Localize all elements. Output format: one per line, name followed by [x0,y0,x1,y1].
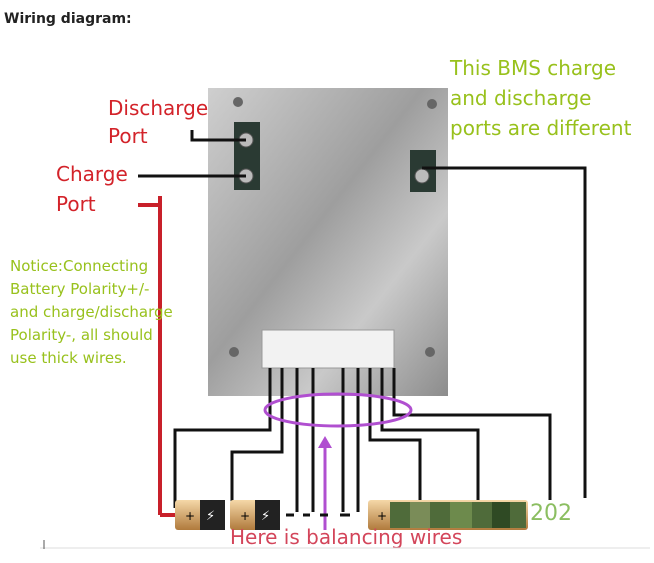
discharge-port-label: Discharge [108,96,208,120]
charge-port-label: Charge [56,162,128,186]
svg-text:+: + [377,509,387,523]
svg-text:⚡: ⚡ [206,509,215,524]
note-line: and discharge [450,86,591,110]
balance-connector [261,329,395,369]
charge-port-label-2: Port [56,192,96,216]
svg-text:⚡: ⚡ [261,509,270,524]
battery-icon: +⚡ [175,500,225,530]
note-line: ports are different [450,116,632,140]
battery-icon: +⚡ [230,500,280,530]
watermark: 202 [530,501,572,526]
balancing-wires-label: Here is balancing wires [230,525,462,549]
battery-icon: + [368,500,528,530]
balancing-wires-highlight [263,392,413,428]
section-heading: Wiring diagram: [4,11,132,27]
notice-line: Notice:Connecting [10,257,148,275]
notice-line: Battery Polarity+/- [10,280,149,298]
note-line: This BMS charge [449,56,616,80]
svg-text:+: + [240,509,250,523]
discharge-port-label-2: Port [108,124,148,148]
notice-line: Polarity-, all should [10,326,153,344]
svg-text:+: + [185,509,195,523]
notice-line: and charge/discharge [10,303,173,321]
notice-line: use thick wires. [10,349,127,367]
